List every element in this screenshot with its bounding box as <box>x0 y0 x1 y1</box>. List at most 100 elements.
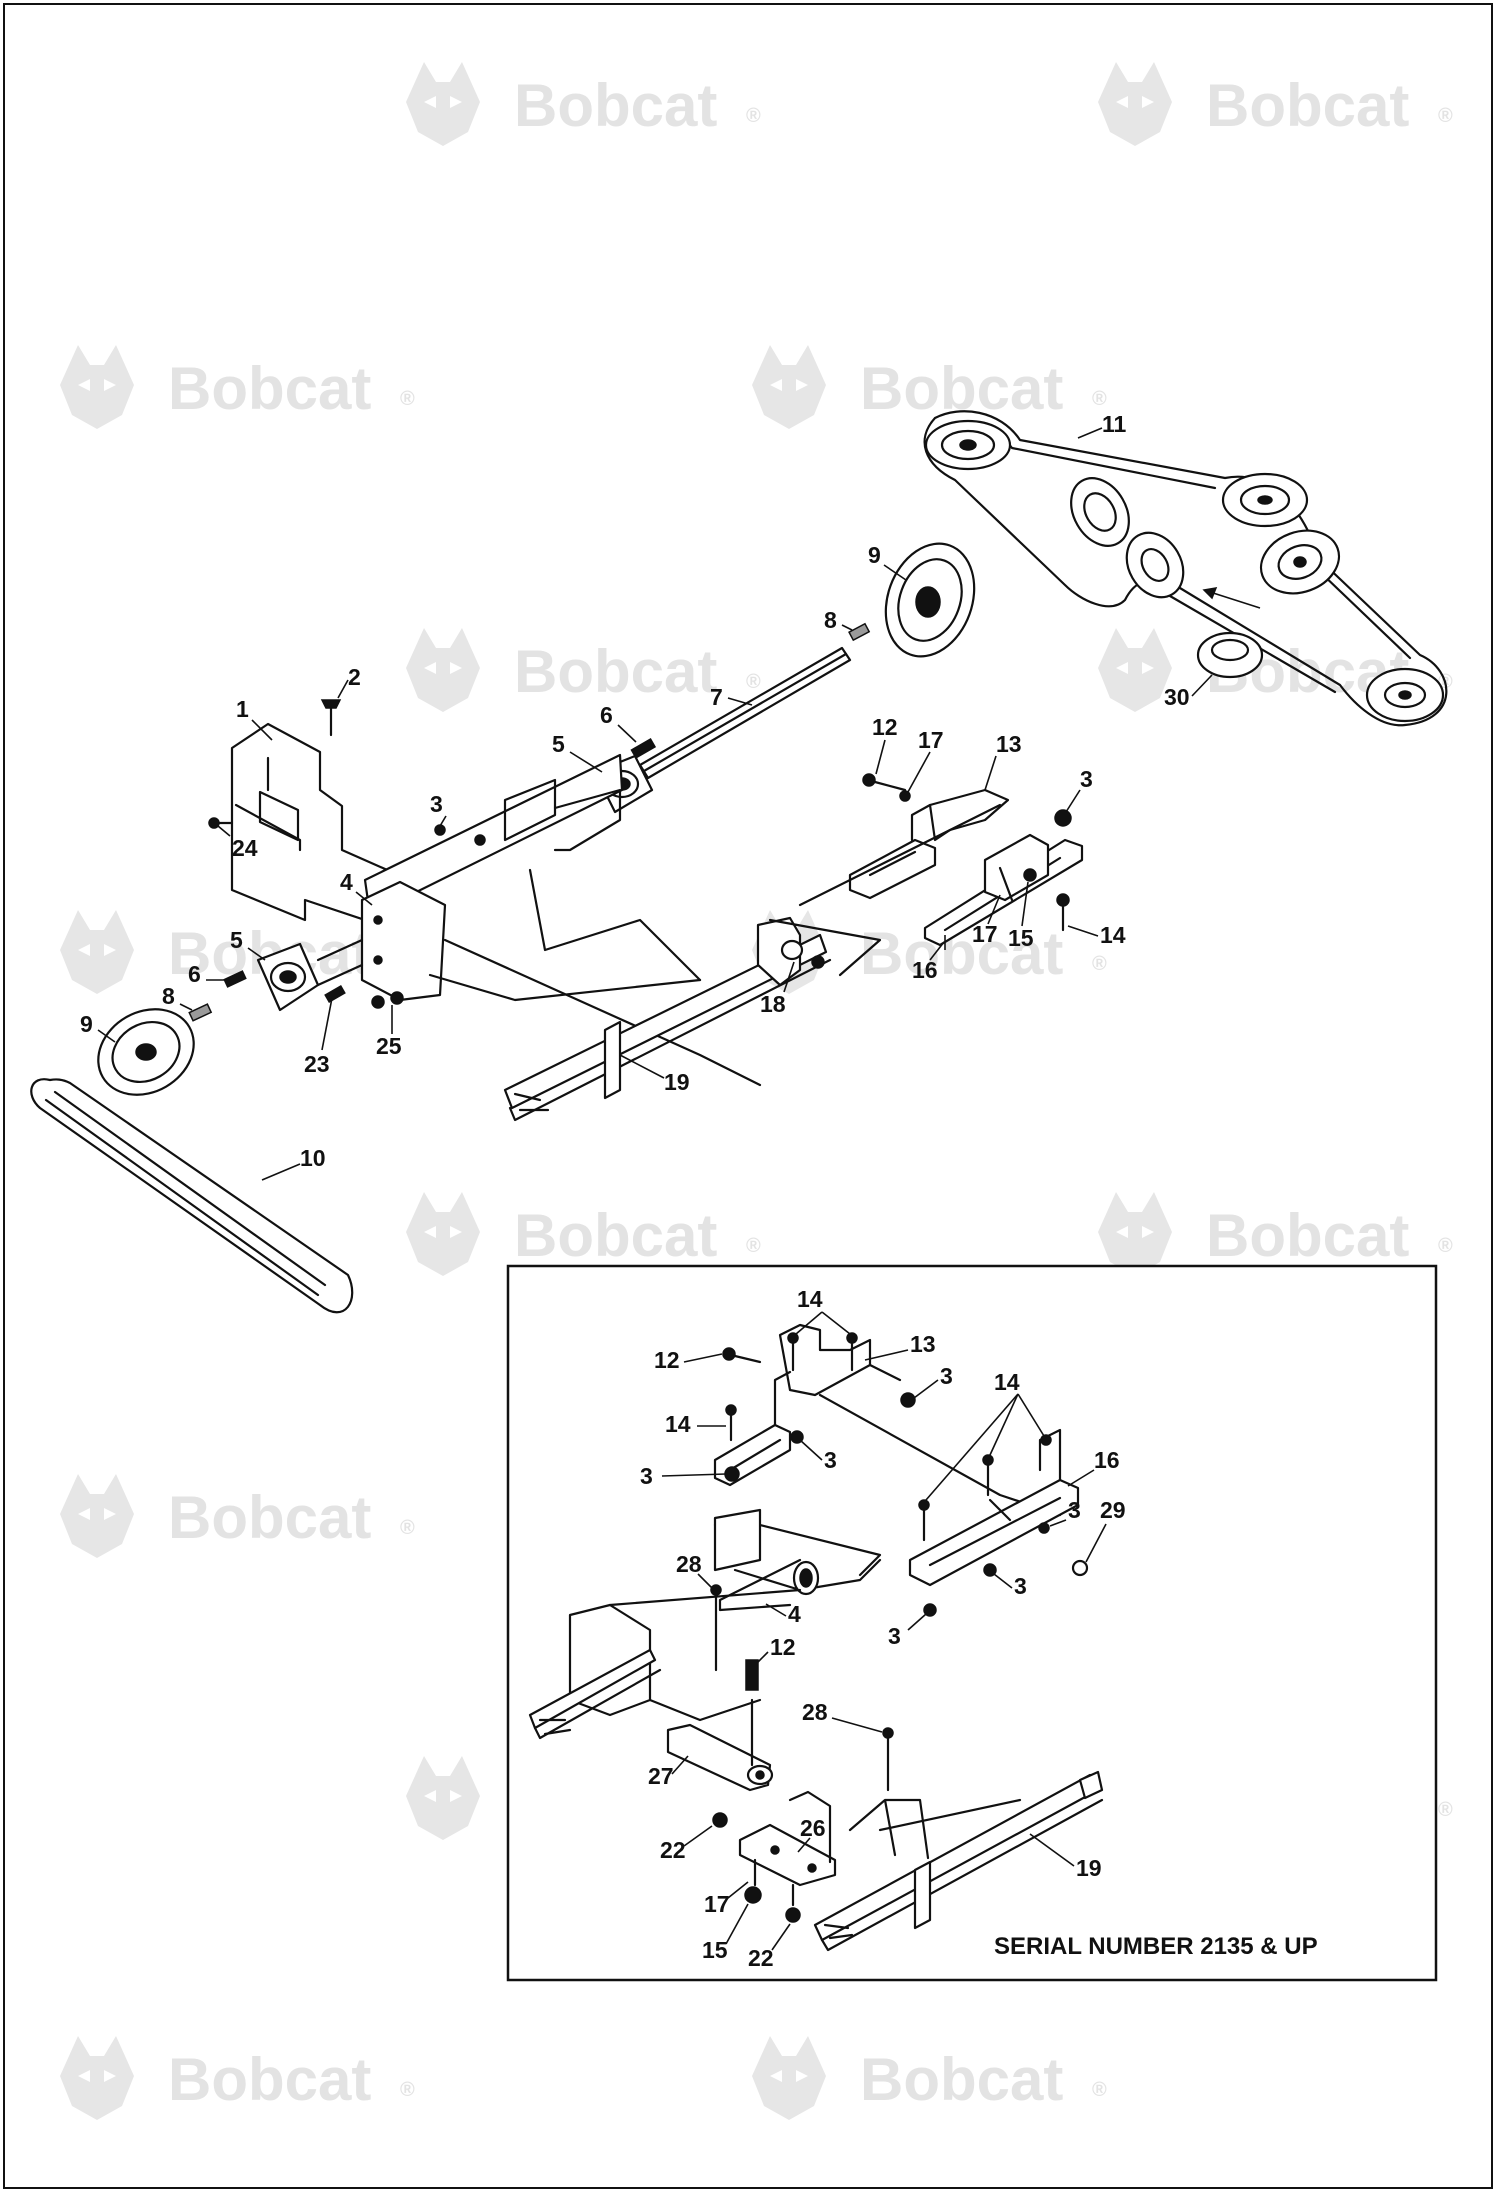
pulley-9-right <box>884 542 976 658</box>
svg-text:®: ® <box>746 105 761 127</box>
watermark: Bobcat ® <box>406 1192 761 1276</box>
callout-11: 11 <box>1102 411 1127 437</box>
callout-14: 14 <box>797 1286 823 1312</box>
callout-27: 27 <box>648 1763 674 1789</box>
callout-23: 23 <box>304 1051 330 1077</box>
direction-arrow <box>1209 591 1261 609</box>
callout-26: 26 <box>800 1815 826 1841</box>
callouts-main: 1 2 3 3 4 5 5 6 6 7 8 8 9 9 10 11 12 13 … <box>80 411 1213 1181</box>
belt-drive-assembly <box>923 410 1448 727</box>
callout-8: 8 <box>162 983 175 1009</box>
watermark-text: Bobcat <box>168 2046 371 2113</box>
key-8-lower <box>188 1003 213 1022</box>
bolt-14 <box>1056 893 1070 932</box>
callout-25: 25 <box>376 1033 402 1059</box>
callout-13: 13 <box>996 731 1022 757</box>
callouts-inset: 14 12 13 3 14 3 3 14 16 3 29 3 3 <box>640 1286 1126 1971</box>
watermark: Bobcat ® <box>60 2036 415 2120</box>
callout-7: 7 <box>710 684 723 710</box>
callout-14: 14 <box>1100 922 1126 948</box>
callout-14: 14 <box>994 1369 1020 1395</box>
watermark: Bobcat ® <box>60 345 415 429</box>
svg-text:®: ® <box>1092 388 1107 410</box>
svg-text:®: ® <box>746 1235 761 1257</box>
callout-10: 10 <box>300 1145 326 1171</box>
bracket-18 <box>756 916 802 987</box>
callout-15: 15 <box>702 1937 728 1963</box>
bolt-24 <box>208 817 234 829</box>
callout-3: 3 <box>1080 766 1093 792</box>
callout-13: 13 <box>910 1331 936 1357</box>
watermark: Bobcat® <box>752 2036 1107 2120</box>
svg-text:®: ® <box>1438 105 1453 127</box>
frame-assembly <box>230 722 1084 1122</box>
pulley <box>1125 531 1185 599</box>
fasteners <box>208 699 1072 932</box>
bolt-25 <box>371 991 404 1009</box>
setscrew-6-upper <box>630 738 657 759</box>
key-8 <box>848 622 871 642</box>
watermark: Bobcat® <box>1098 1192 1453 1276</box>
pulley <box>1365 667 1445 723</box>
callout-17: 17 <box>918 727 944 753</box>
callout-9: 9 <box>80 1011 93 1037</box>
callout-3: 3 <box>1068 1497 1081 1523</box>
svg-text:®: ® <box>1438 1799 1453 1821</box>
v-belt-10 <box>30 1078 354 1314</box>
callout-1: 1 <box>236 696 249 722</box>
callout-14: 14 <box>665 1411 691 1437</box>
watermark: Bobcat ® <box>60 1474 415 1558</box>
svg-text:®: ® <box>400 2079 415 2101</box>
callout-15: 15 <box>1008 925 1034 951</box>
callout-3: 3 <box>640 1463 653 1489</box>
nut-15 <box>1023 868 1037 882</box>
callout-22: 22 <box>660 1837 686 1863</box>
nut-3-right <box>1054 809 1072 827</box>
watermark-text: Bobcat <box>1206 72 1409 139</box>
watermark-text: Bobcat <box>514 72 717 139</box>
callout-28: 28 <box>676 1551 702 1577</box>
callout-19: 19 <box>664 1069 690 1095</box>
svg-text:®: ® <box>400 388 415 410</box>
svg-text:®: ® <box>1438 1235 1453 1257</box>
page-border <box>3 3 1493 2189</box>
callout-18: 18 <box>760 991 786 1017</box>
washer-17 <box>899 790 911 802</box>
callout-2: 2 <box>348 664 361 690</box>
callout-24: 24 <box>232 835 258 861</box>
serpentine-belt <box>923 410 1448 727</box>
svg-text:®: ® <box>1092 2079 1107 2101</box>
inset-box: 14 12 13 3 14 3 3 14 16 3 29 3 3 <box>506 1264 1438 1982</box>
callout-3: 3 <box>888 1623 901 1649</box>
callout-5: 5 <box>230 927 243 953</box>
slotted-bracket-left <box>848 838 937 900</box>
callout-8: 8 <box>824 607 837 633</box>
inset-fasteners <box>710 1332 1089 1923</box>
callout-19: 19 <box>1076 1855 1102 1881</box>
pulley-9-left <box>97 1008 195 1096</box>
bolt-23 <box>324 985 346 1003</box>
watermark-text: Bobcat <box>514 638 717 705</box>
callout-3: 3 <box>940 1363 953 1389</box>
inset-frame <box>506 1264 1438 1982</box>
callout-3: 3 <box>1014 1573 1027 1599</box>
callout-6: 6 <box>600 702 613 728</box>
svg-text:®: ® <box>746 671 761 693</box>
idler-pulley <box>1196 631 1264 679</box>
callout-17: 17 <box>704 1891 730 1917</box>
callout-4: 4 <box>340 869 353 895</box>
watermark-text: Bobcat <box>168 1484 371 1551</box>
bolt-2 <box>320 699 342 737</box>
svg-text:®: ® <box>400 1517 415 1539</box>
left-drive <box>30 938 404 1314</box>
callout-16: 16 <box>912 957 938 983</box>
watermark: Bobcat ® <box>406 62 761 146</box>
watermark-text: Bobcat <box>168 355 371 422</box>
watermark: Bobcat ® <box>1098 62 1453 146</box>
watermark-text: Bobcat <box>514 1202 717 1269</box>
callout-3: 3 <box>430 791 443 817</box>
inset-caption: SERIAL NUMBER 2135 & UP <box>994 1933 1318 1960</box>
callout-12: 12 <box>654 1347 680 1373</box>
callout-9: 9 <box>868 542 881 568</box>
